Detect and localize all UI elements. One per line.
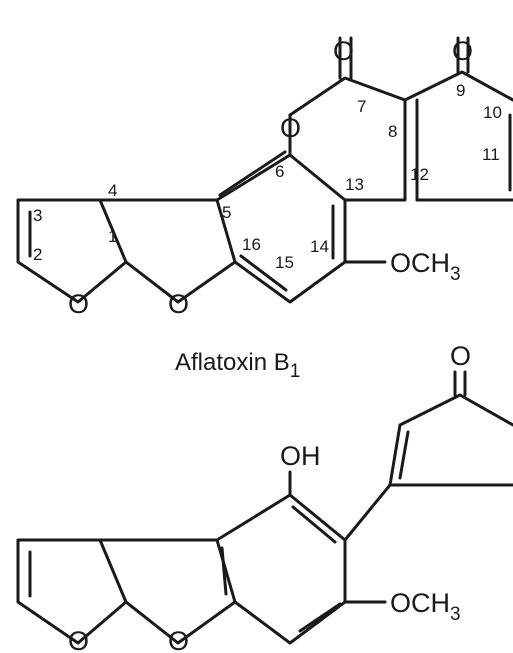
locant-8: 8 — [388, 122, 397, 141]
locant-14: 14 — [310, 237, 329, 256]
locant-13: 13 — [345, 175, 364, 194]
lactone-oxygen: O — [280, 113, 301, 143]
aflatoxin-b1-locants: 1 2 3 4 5 6 7 8 9 10 11 12 13 14 15 16 — [33, 81, 502, 272]
methoxy-group: OCH3 — [390, 248, 461, 285]
locant-1: 1 — [108, 227, 117, 246]
locant-10: 10 — [483, 103, 502, 122]
furan-oxygen-mid: O — [168, 626, 189, 653]
locant-5: 5 — [222, 203, 231, 222]
carbonyl-oxygen: O — [450, 341, 471, 371]
locant-3: 3 — [33, 206, 42, 225]
methoxy-text: OCH — [390, 588, 450, 618]
locant-15: 15 — [275, 253, 294, 272]
carbonyl-oxygen-7: O — [333, 36, 354, 66]
methoxy-text: OCH — [390, 248, 450, 278]
furan-oxygen-left: O — [68, 289, 89, 319]
furan-oxygen-left: O — [68, 626, 89, 653]
locant-4: 4 — [108, 181, 117, 200]
locant-2: 2 — [33, 245, 42, 264]
caption-subscript: 1 — [290, 361, 301, 382]
second-structure-atoms: OH O O O OCH3 — [68, 341, 471, 653]
aflatoxin-b1-bonds — [16, 36, 513, 304]
locant-16: 16 — [242, 235, 261, 254]
aflatoxin-b1-caption: Aflatoxin B1 — [175, 349, 300, 382]
hydroxyl-group: OH — [280, 441, 321, 471]
locant-6: 6 — [275, 162, 284, 181]
locant-9: 9 — [456, 81, 465, 100]
locant-11: 11 — [482, 145, 500, 164]
locant-7: 7 — [357, 97, 366, 116]
aflatoxin-b1-atoms: O O O O O OCH3 — [68, 36, 473, 319]
methoxy-subscript: 3 — [450, 604, 461, 625]
second-structure-bonds — [16, 370, 513, 645]
methoxy-group: OCH3 — [390, 588, 461, 625]
furan-oxygen-mid: O — [168, 289, 189, 319]
methoxy-subscript: 3 — [450, 264, 461, 285]
carbonyl-oxygen-9: O — [452, 36, 473, 66]
caption-text: Aflatoxin B — [175, 349, 290, 376]
locant-12: 12 — [410, 165, 429, 184]
aflatoxin-b1-structure: O O O O O OCH3 1 2 3 4 5 6 7 8 9 10 11 1… — [16, 36, 513, 319]
second-structure: OH O O O OCH3 — [16, 341, 513, 653]
